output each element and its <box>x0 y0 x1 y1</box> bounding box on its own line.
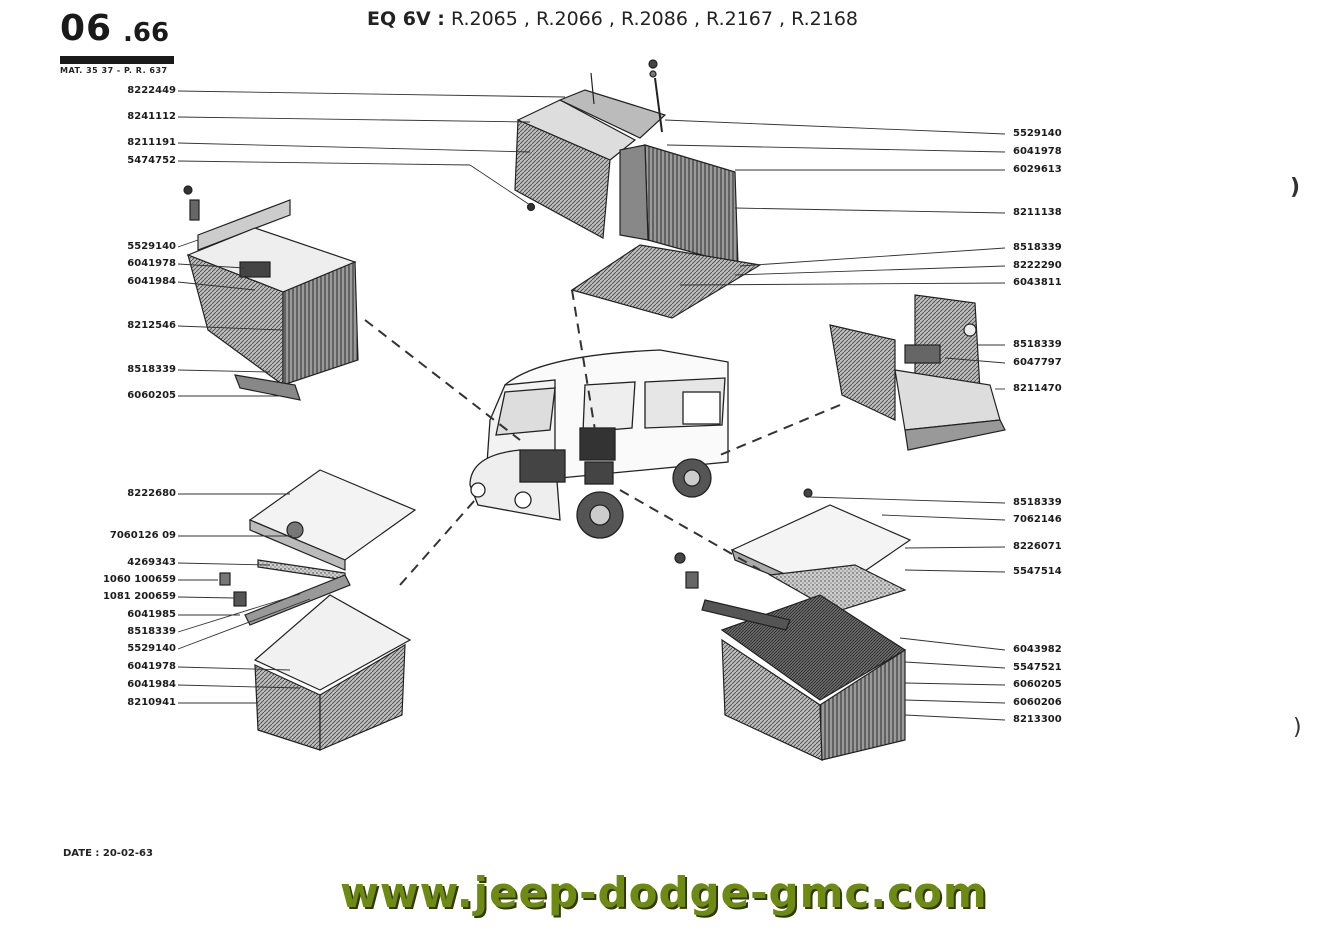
left-tray-assembly <box>183 185 359 401</box>
part-label: 8211191 <box>127 137 176 148</box>
dashed-connectors <box>364 289 841 586</box>
part-label: 8222449 <box>127 85 176 96</box>
right-bracket-assembly <box>829 294 1006 451</box>
part-label: 6041985 <box>127 609 176 620</box>
part-label: 6047797 <box>1013 357 1062 368</box>
material-reference: MAT. 35 37 - P. R. 637 <box>60 66 168 75</box>
part-label: 8211138 <box>1013 207 1062 218</box>
website-watermark: www.jeep-dodge-gmc.com <box>340 868 988 917</box>
part-label: 5529140 <box>1013 128 1062 139</box>
top-bracket-assembly <box>514 59 762 319</box>
scan-mark: ) <box>1290 175 1301 200</box>
part-label: 5529140 <box>127 643 176 654</box>
part-label: 6060206 <box>1013 697 1062 708</box>
part-label: 8518339 <box>1013 497 1062 508</box>
part-label: 6041978 <box>127 661 176 672</box>
part-label: 6029613 <box>1013 164 1062 175</box>
header-rule <box>60 56 174 64</box>
leader-lines-right <box>664 119 1006 721</box>
part-label: 6041978 <box>1013 146 1062 157</box>
part-label: 6041984 <box>127 276 176 287</box>
part-label: 8213300 <box>1013 714 1062 725</box>
part-label: 6041984 <box>127 679 176 690</box>
part-label: 1081 200659 <box>102 591 176 602</box>
part-label: 6060205 <box>127 390 176 401</box>
part-label: 8212546 <box>127 320 176 331</box>
bottom-right-battery-box <box>674 488 912 761</box>
bottom-left-battery-box <box>219 469 417 751</box>
van-illustration <box>469 349 729 539</box>
part-label: 8226071 <box>1013 541 1062 552</box>
date-label: DATE : 20-02-63 <box>63 848 153 859</box>
part-label: 6041978 <box>127 258 176 269</box>
part-label: 1060 100659 <box>102 574 176 585</box>
part-label: 8518339 <box>127 626 176 637</box>
leader-lines-left <box>177 90 566 704</box>
part-label: 7062146 <box>1013 514 1062 525</box>
page-title: EQ 6V : R.2065 , R.2066 , R.2086 , R.216… <box>367 8 858 30</box>
subgroup-number: .66 <box>123 18 170 48</box>
part-label: 8518339 <box>1013 339 1062 350</box>
part-label: 8222680 <box>127 488 176 499</box>
scan-mark: ) <box>1293 715 1302 740</box>
part-label: 8241112 <box>127 111 176 122</box>
part-label: 5529140 <box>127 241 176 252</box>
group-number: 06 <box>60 8 113 49</box>
part-label: 8211470 <box>1013 383 1062 394</box>
part-label: 6043982 <box>1013 644 1062 655</box>
part-label: 8518339 <box>1013 242 1062 253</box>
part-label: 8222290 <box>1013 260 1062 271</box>
part-label: 8518339 <box>127 364 176 375</box>
part-label: 6060205 <box>1013 679 1062 690</box>
title-prefix: EQ 6V : <box>367 8 445 30</box>
title-models: R.2065 , R.2066 , R.2086 , R.2167 , R.21… <box>450 8 858 30</box>
part-label: 4269343 <box>127 557 176 568</box>
part-label: 5474752 <box>127 155 176 166</box>
part-label: 7060126 09 <box>109 530 176 541</box>
part-label: 5547521 <box>1013 662 1062 673</box>
part-label: 6043811 <box>1013 277 1062 288</box>
part-label: 5547514 <box>1013 566 1062 577</box>
part-label: 8210941 <box>127 697 176 708</box>
